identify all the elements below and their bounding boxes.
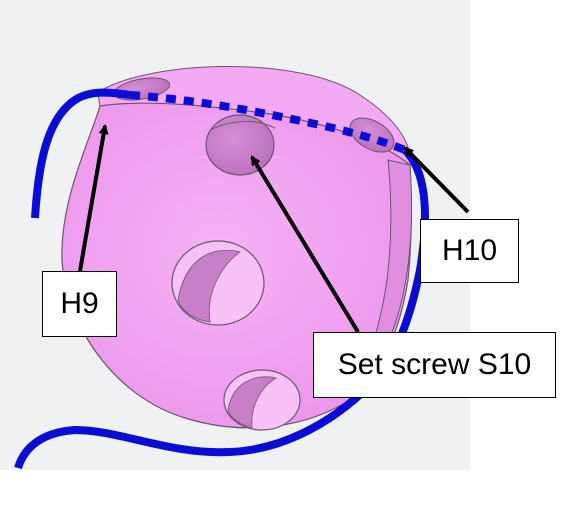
set-screw-detail [209, 120, 276, 131]
label-set-screw-text: Set screw S10 [337, 348, 532, 381]
arrow-icon [403, 146, 470, 214]
arrow-icon [250, 155, 360, 334]
label-set-screw: Set screw S10 [313, 332, 556, 398]
label-h9-text: H9 [60, 287, 99, 320]
hole-side-large-inner [177, 249, 241, 323]
label-h10: H10 [420, 219, 519, 283]
label-h9: H9 [42, 271, 117, 337]
label-h10-text: H10 [441, 234, 498, 267]
hole-side-lower-inner [227, 376, 278, 429]
wire-path [31, 88, 131, 219]
wire-dashed-segment [129, 91, 407, 154]
arrow-icon [78, 124, 109, 272]
